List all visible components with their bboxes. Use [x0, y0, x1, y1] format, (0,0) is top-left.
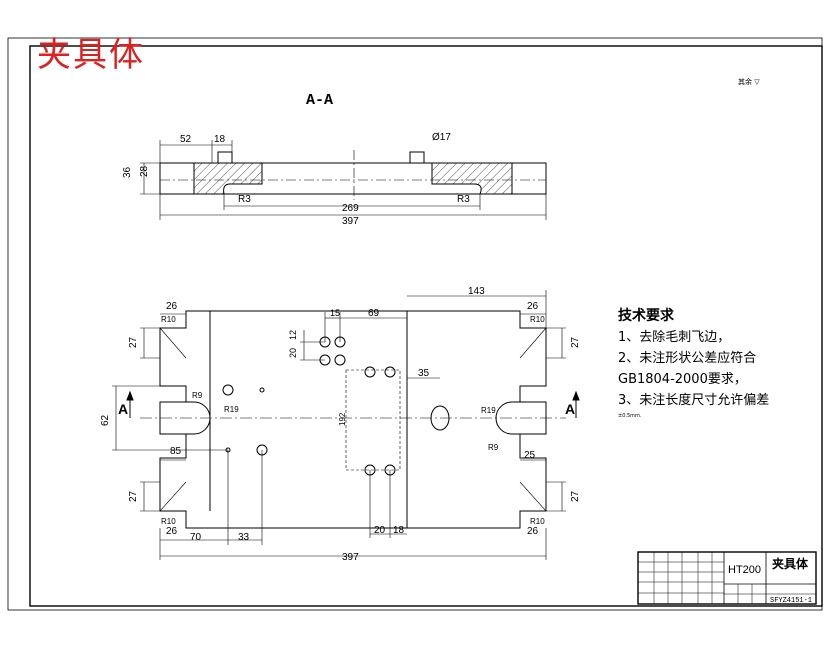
dim-20-v: 20 — [288, 348, 298, 358]
material-label: HT200 — [728, 564, 761, 576]
dim-18-plan: 18 — [393, 525, 405, 536]
dim-269: 269 — [342, 203, 359, 214]
note-small: ±0.5mm. — [618, 413, 642, 419]
note-item: 2、未注形状公差应符合 — [618, 351, 757, 366]
section-hatch — [193, 162, 513, 195]
plan-dim-text: 26 26 26 26 27 27 27 27 R10 R10 R10 R10 … — [100, 286, 581, 563]
dim-69: 69 — [368, 308, 380, 319]
section-mark-right: A — [565, 401, 575, 417]
section-dim-text: 52 18 Ø17 36 28 R3 R3 269 397 — [122, 132, 470, 227]
dim-397-plan: 397 — [342, 552, 359, 563]
section-view-label: A-A — [306, 92, 334, 109]
plan-view — [112, 290, 580, 560]
dim-70: 70 — [190, 532, 202, 543]
dim-62: 62 — [100, 414, 111, 426]
section-mark-left: A — [118, 401, 128, 417]
hole — [384, 366, 396, 378]
dim-r3-right: R3 — [457, 194, 470, 205]
dim-35: 35 — [418, 368, 430, 379]
dim-r10: R10 — [530, 517, 545, 526]
dim-85: 85 — [170, 446, 182, 457]
title-block — [637, 551, 817, 605]
dim-r9-left: R9 — [192, 391, 203, 400]
dim-r19-left: R19 — [224, 405, 239, 414]
inner-frame — [29, 45, 823, 607]
dim-12: 12 — [288, 330, 298, 340]
dim-r10: R10 — [161, 315, 176, 324]
dim-15: 15 — [330, 308, 340, 318]
dim-dia17: Ø17 — [432, 132, 451, 143]
dim-33: 33 — [238, 532, 250, 543]
section-view — [140, 140, 547, 220]
dim-26-tr: 26 — [527, 301, 539, 312]
dim-r3-left: R3 — [238, 194, 251, 205]
section-hole-right — [409, 151, 425, 164]
dim-28: 28 — [139, 165, 150, 177]
dim-26-tl: 26 — [166, 301, 178, 312]
dim-r9-right: R9 — [488, 443, 499, 452]
dim-192: 192 — [338, 412, 347, 426]
dim-27-bl: 27 — [128, 490, 139, 502]
note-item: 1、去除毛刺飞边， — [618, 330, 731, 345]
dim-r10: R10 — [530, 315, 545, 324]
dim-r10: R10 — [161, 517, 176, 526]
hole — [364, 366, 376, 378]
hole-small — [259, 387, 265, 393]
dim-r19-right: R19 — [481, 406, 496, 415]
dim-26-bl: 26 — [166, 526, 178, 537]
dim-27-br: 27 — [570, 490, 581, 502]
technical-requirements: 技术要求 1、去除毛刺飞边， 2、未注形状公差应符合 GB1804-2000要求… — [618, 306, 769, 421]
dim-20-h: 20 — [374, 525, 386, 536]
plate-outline — [159, 310, 547, 529]
dim-143: 143 — [468, 286, 485, 297]
drawing-number: SFYZ4151-1 — [770, 597, 812, 605]
note-item: GB1804-2000要求， — [618, 372, 747, 387]
part-name-label: 夹具体 — [772, 556, 809, 571]
section-hole-left — [217, 151, 233, 164]
dim-27-tr: 27 — [570, 336, 581, 348]
center-bore — [430, 405, 450, 431]
roughness-note: 其余 ▽ — [738, 78, 760, 86]
dim-397-top: 397 — [342, 216, 359, 227]
note-item: 3、未注长度尺寸允许偏差 — [618, 393, 770, 408]
dim-26-br: 26 — [527, 526, 539, 537]
title-block-text: HT200 夹具体 SFYZ4151-1 — [728, 556, 812, 605]
dim-36: 36 — [122, 166, 133, 178]
dim-25: 25 — [524, 450, 536, 461]
stamp-title: 夹具体 — [37, 35, 145, 75]
hole — [222, 384, 234, 396]
dim-27-tl: 27 — [128, 336, 139, 348]
notes-title: 技术要求 — [618, 308, 674, 324]
hole — [334, 354, 346, 366]
dim-18: 18 — [214, 134, 226, 145]
dim-52: 52 — [180, 134, 192, 145]
